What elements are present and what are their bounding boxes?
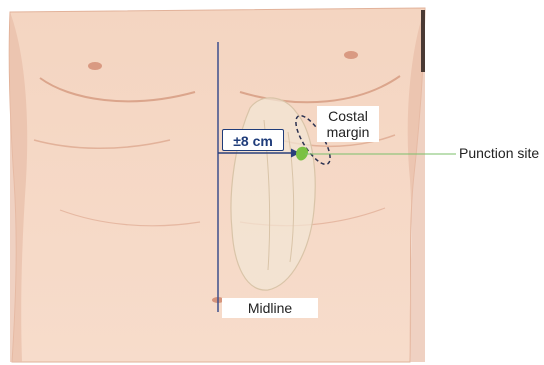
costal-label-line1: Costal	[317, 108, 379, 124]
midline-label: Midline	[222, 298, 318, 318]
torso	[9, 8, 425, 362]
left-nipple	[88, 62, 102, 70]
costal-label-line2: margin	[317, 124, 379, 140]
distance-label: ±8 cm	[222, 129, 284, 151]
punction-site-label: Punction site	[459, 145, 539, 161]
right-edge-dark	[421, 10, 425, 72]
right-nipple	[344, 51, 358, 59]
costal-margin-label: Costal margin	[317, 106, 379, 142]
